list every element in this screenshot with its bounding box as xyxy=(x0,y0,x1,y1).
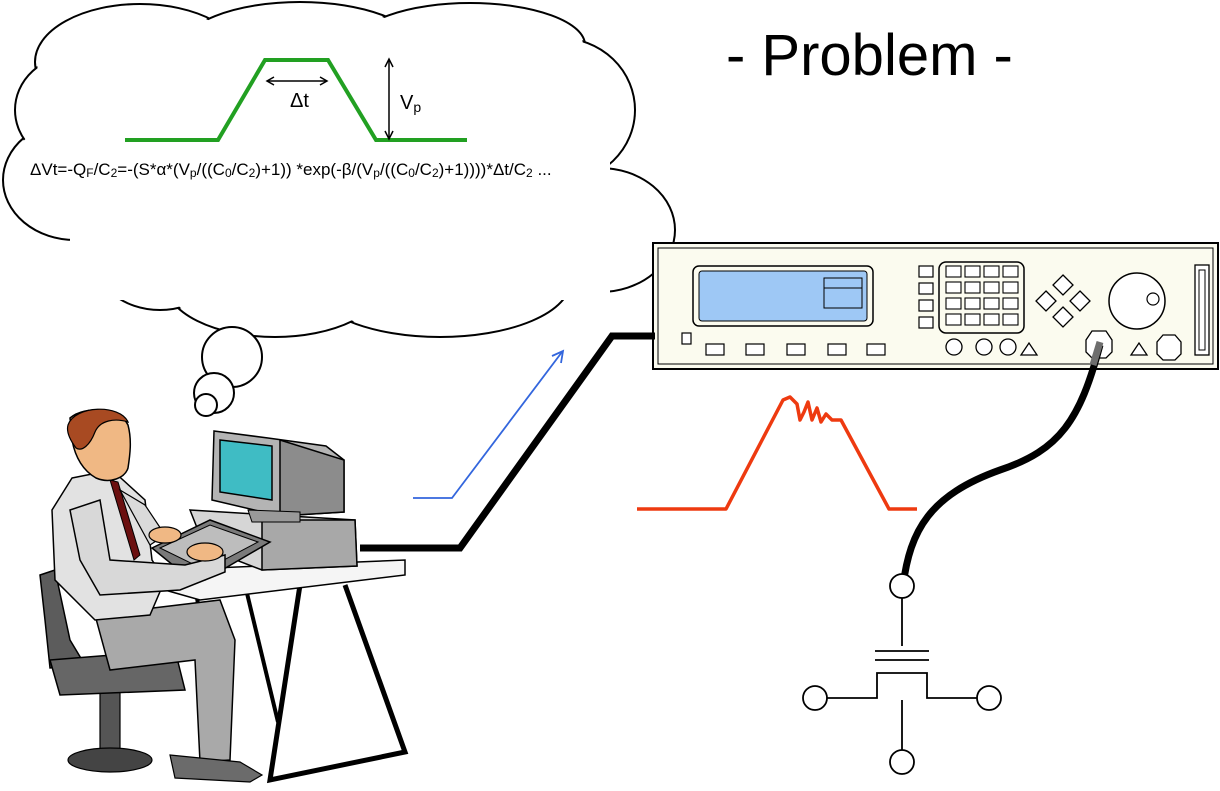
vp-arrow xyxy=(384,57,394,141)
eq-sub: p xyxy=(189,166,197,180)
eq-sub: 0 xyxy=(224,166,232,180)
eq-sub: F xyxy=(86,166,94,180)
vp-label: Vp xyxy=(400,92,421,115)
person xyxy=(39,408,264,783)
body-terminal xyxy=(889,749,915,775)
eq-sub: p xyxy=(373,166,380,180)
eq-part: /C xyxy=(231,160,249,179)
eq-sub: 2 xyxy=(110,166,118,180)
vp-label-sub: p xyxy=(413,99,422,115)
eq-part: )+1))))*Δt/C xyxy=(438,160,527,179)
keypad-keys[interactable] xyxy=(945,265,1019,326)
control-arrow xyxy=(413,349,565,499)
eq-part: ... xyxy=(532,160,552,179)
dt-arrow xyxy=(265,76,329,86)
monitor-screen xyxy=(219,439,273,501)
eq-part: /C xyxy=(93,160,111,179)
thought-bubble-small xyxy=(194,393,218,417)
eq-sub: 2 xyxy=(431,166,439,180)
eq-part: /C xyxy=(414,160,432,179)
aux-connector xyxy=(1156,334,1182,361)
charge-equation: ΔVt=-QF/C2=-(S*α*(Vp/((C0/C2)+1)) *exp(-… xyxy=(30,160,552,180)
side-buttons[interactable] xyxy=(918,265,934,329)
delta-t-label: Δt xyxy=(290,90,309,112)
thought-cloud xyxy=(2,1,676,417)
eq-part: /((C xyxy=(379,160,409,179)
eq-part: )+1)) *exp(-β/(V xyxy=(255,160,374,179)
computer-cable xyxy=(360,332,655,552)
eq-sub: 2 xyxy=(248,166,256,180)
rotary-knob[interactable] xyxy=(1108,272,1166,330)
vp-label-main: V xyxy=(400,92,414,114)
output-cable xyxy=(899,344,1104,587)
eq-sub: 0 xyxy=(408,166,415,180)
real-pulse xyxy=(637,395,917,511)
source-terminal xyxy=(802,685,828,711)
pulse-generator xyxy=(652,242,1219,370)
eq-sub: 2 xyxy=(526,166,533,180)
eq-part: =-(S*α*(V xyxy=(117,160,190,179)
eq-part: ΔVt=-Q xyxy=(30,160,87,179)
ideal-pulse xyxy=(125,58,467,142)
gate-terminal xyxy=(889,573,915,599)
drain-terminal xyxy=(976,685,1002,711)
power-switch[interactable] xyxy=(681,332,692,345)
page-title: - Problem - xyxy=(726,23,1013,88)
eq-part: /((C xyxy=(196,160,225,179)
round-buttons[interactable] xyxy=(945,338,1017,356)
transistor-symbol xyxy=(802,573,1002,775)
arrow-keys[interactable] xyxy=(1035,274,1091,328)
softkey-buttons[interactable] xyxy=(705,343,886,356)
triangle-button-2[interactable] xyxy=(1129,341,1149,356)
triangle-button-1[interactable] xyxy=(1019,341,1039,356)
